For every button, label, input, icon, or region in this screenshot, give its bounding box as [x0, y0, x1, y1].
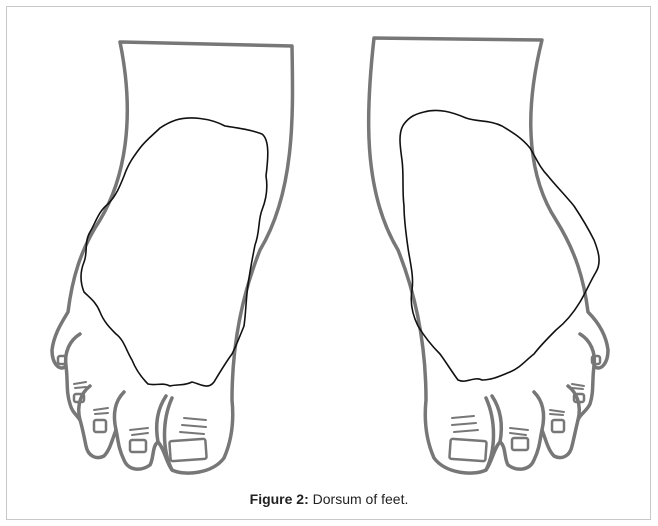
left-little-toenail [58, 356, 66, 364]
left-lesion-outline [81, 118, 268, 386]
right-foot [369, 38, 608, 473]
left-big-toenail [169, 439, 206, 461]
figure-caption-label: Figure 2: [250, 491, 309, 507]
right-third-toenail [552, 420, 564, 432]
figure-caption: Figure 2: Dorsum of feet. [0, 491, 658, 507]
right-big-toenail [449, 439, 486, 461]
figure-caption-text: Dorsum of feet. [309, 491, 409, 507]
left-third-toenail [94, 420, 106, 432]
right-second-toenail [512, 438, 528, 450]
left-foot [52, 42, 293, 473]
left-foot-outline [52, 42, 293, 473]
left-second-toenail [130, 440, 146, 452]
